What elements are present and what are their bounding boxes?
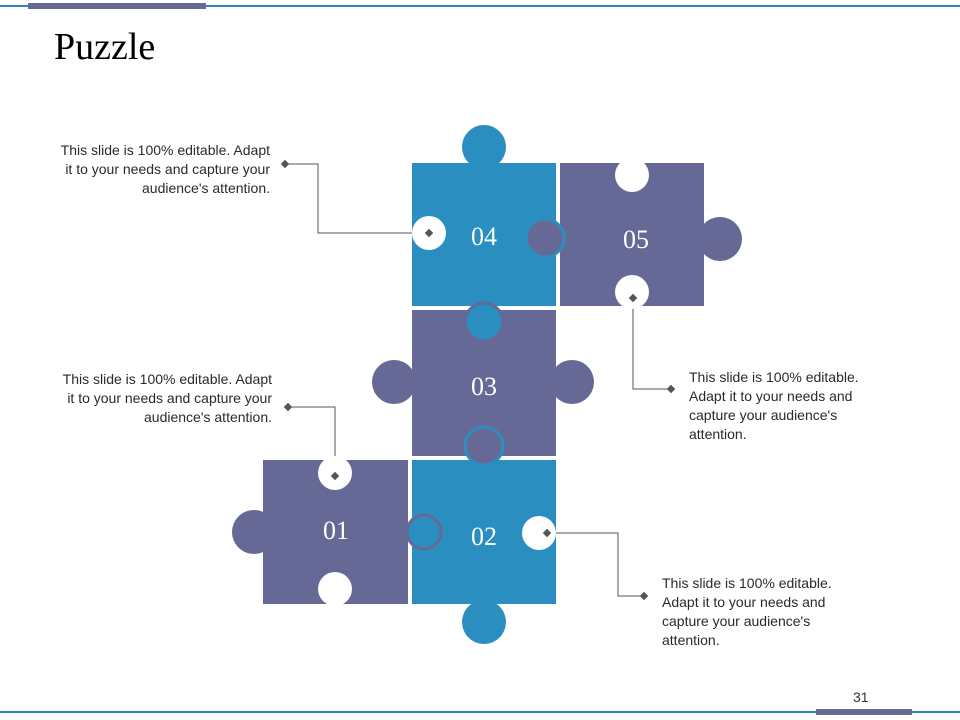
top-rule bbox=[0, 5, 960, 7]
puzzle-piece-04 bbox=[412, 125, 566, 306]
callout-text-02: This slide is 100% editable. Adapt it to… bbox=[662, 575, 832, 648]
piece-03-knob-top bbox=[463, 301, 505, 343]
puzzle-piece-01 bbox=[232, 456, 443, 606]
connector-02 bbox=[547, 532, 644, 597]
bottom-accent-bar bbox=[816, 709, 912, 715]
piece-04-knob-top bbox=[462, 125, 506, 169]
callout-text-05: This slide is 100% editable. Adapt it to… bbox=[689, 369, 859, 442]
piece-03-knob-right bbox=[550, 360, 594, 404]
slide-title: Puzzle bbox=[54, 26, 156, 68]
marker-05-text bbox=[666, 384, 676, 394]
marker-04-piece bbox=[424, 228, 434, 238]
piece-01-hole-bottom bbox=[318, 572, 352, 606]
puzzle-piece-05 bbox=[560, 158, 742, 309]
top-accent-bar bbox=[28, 3, 206, 9]
connector-markers bbox=[280, 159, 676, 601]
piece-label-04: 04 bbox=[471, 222, 497, 251]
piece-05-knob-right bbox=[698, 217, 742, 261]
piece-01-knob-right-outline bbox=[405, 513, 443, 551]
piece-04-knob-right-outline bbox=[524, 217, 566, 259]
piece-05-hole-bottom bbox=[615, 275, 649, 309]
piece-02-knob-bottom bbox=[462, 600, 506, 644]
page-number: 31 bbox=[853, 689, 869, 705]
marker-05-piece bbox=[628, 293, 638, 303]
marker-04-text bbox=[280, 159, 290, 169]
piece-02-knob-top bbox=[463, 425, 505, 467]
piece-03-knob-left bbox=[372, 360, 416, 404]
piece-label-02: 02 bbox=[471, 522, 497, 551]
piece-label-03: 03 bbox=[471, 372, 497, 401]
marker-02-text bbox=[639, 591, 649, 601]
callout-text-01: This slide is 100% editable. Adapt it to… bbox=[62, 371, 272, 425]
piece-02-hole-right bbox=[522, 516, 556, 550]
marker-01-piece bbox=[330, 471, 340, 481]
callout-text-04: This slide is 100% editable. Adapt it to… bbox=[60, 142, 270, 196]
piece-01-knob-left bbox=[232, 510, 276, 554]
connector-lines bbox=[285, 163, 671, 597]
piece-05-hole-top bbox=[615, 158, 649, 192]
piece-label-05: 05 bbox=[623, 225, 649, 254]
bottom-rule bbox=[0, 711, 960, 713]
piece-labels: 04 05 03 02 01 bbox=[323, 222, 649, 551]
marker-01-text bbox=[283, 402, 293, 412]
piece-label-01: 01 bbox=[323, 516, 349, 545]
connector-04 bbox=[285, 163, 429, 234]
connector-01 bbox=[288, 406, 336, 476]
marker-02-piece bbox=[542, 528, 552, 538]
connector-05 bbox=[632, 298, 671, 390]
